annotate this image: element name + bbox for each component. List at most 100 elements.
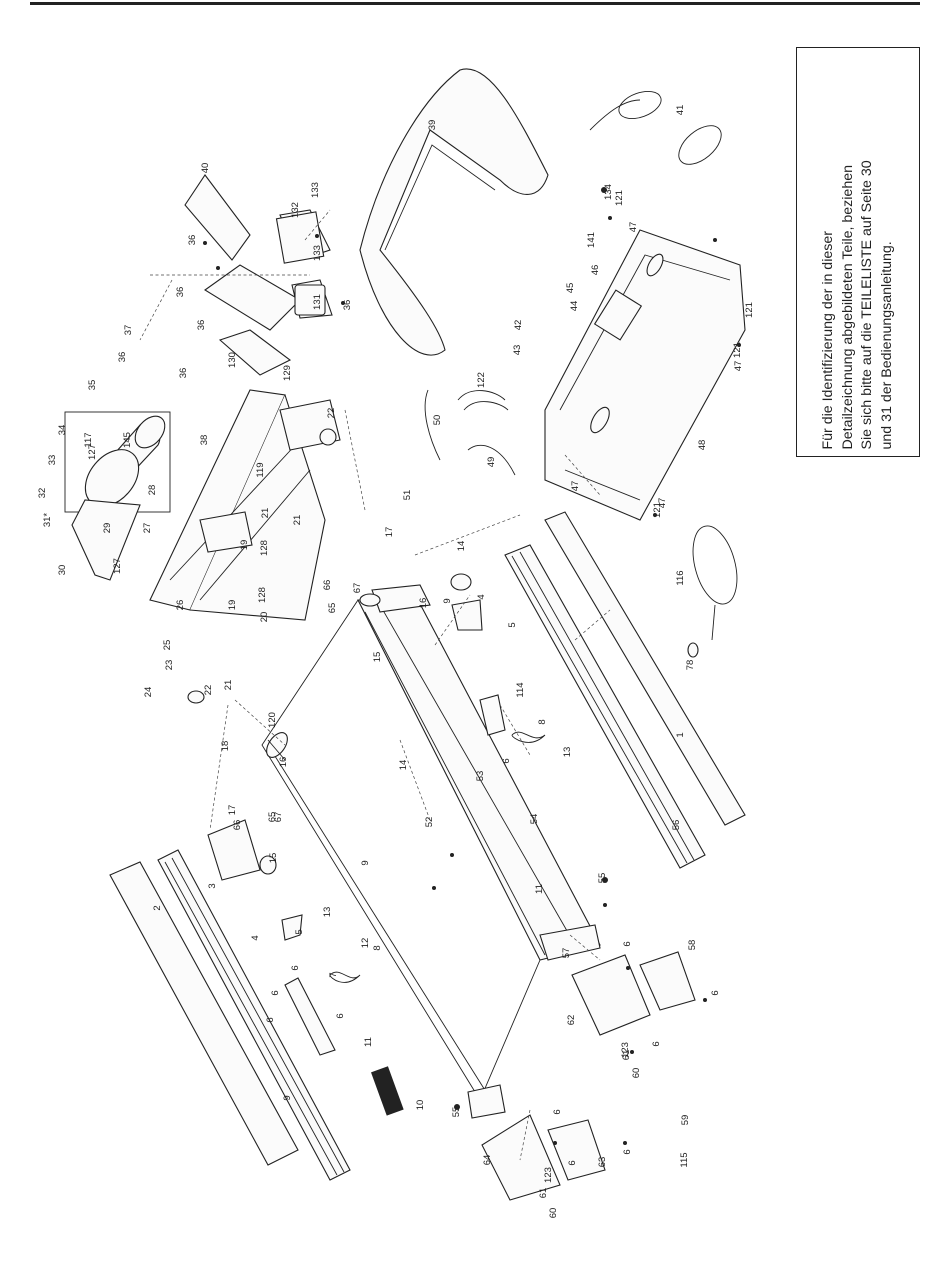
callout-label: 9: [442, 598, 453, 603]
callout-label: 5: [294, 929, 305, 934]
callout-label: 18: [220, 741, 231, 752]
callout-label: 123: [543, 1167, 554, 1183]
upright-base-frame: [149, 389, 341, 621]
callout-label: 58: [687, 940, 698, 951]
callout-label: 59: [680, 1115, 691, 1126]
callout-label: 6: [501, 758, 512, 763]
drive-belt: [71, 499, 141, 581]
callout-label: 20: [259, 612, 270, 623]
callout-label: 6: [651, 1041, 662, 1046]
front-roller: [359, 593, 381, 607]
callout-label: 12: [360, 938, 371, 949]
callout-label: 134: [603, 184, 614, 200]
motor-hood: [359, 68, 549, 356]
callout-label: 14: [456, 541, 467, 552]
callout-label: 22: [203, 685, 214, 696]
springs: [329, 731, 546, 983]
callout-label: 22: [326, 408, 337, 419]
callout-label: 17: [384, 527, 395, 538]
callout-label: 128: [259, 540, 270, 556]
callout-label: 49: [486, 457, 497, 468]
callout-label: 57: [561, 948, 572, 959]
callout-label: 36: [342, 300, 353, 311]
callout-label: 26: [175, 600, 186, 611]
callout-label: 35: [87, 380, 98, 391]
callout-label: 67: [273, 812, 284, 823]
callout-label: 44: [569, 301, 580, 312]
callout-label: 36: [196, 320, 207, 331]
callout-label: 62: [566, 1015, 577, 1026]
treadmill-deck-frame: [261, 584, 601, 1119]
callout-label: 121: [732, 342, 743, 358]
callout-label: 9: [282, 1095, 293, 1100]
callout-label: 28: [147, 485, 158, 496]
callout-label: 127: [87, 444, 98, 460]
callout-label: 19: [239, 540, 250, 551]
callout-label: 17: [227, 805, 238, 816]
callout-label: 8: [537, 719, 548, 724]
controller-board: [275, 211, 326, 316]
callout-label: 36: [117, 352, 128, 363]
callout-label: 121: [652, 502, 663, 518]
callout-label: 31*: [42, 513, 53, 528]
callout-label: 4: [250, 935, 261, 940]
callout-label: 48: [697, 440, 708, 451]
callout-label: 133: [310, 182, 321, 198]
callout-label: 30: [57, 565, 68, 576]
callout-label: 117: [83, 432, 94, 447]
callout-label: 9: [360, 860, 371, 865]
callout-label: 11: [363, 1037, 374, 1047]
callout-label: 6: [290, 965, 301, 970]
callout-label: 133: [312, 245, 323, 261]
callout-label: 39: [427, 120, 438, 131]
callout-label: 61: [621, 1050, 632, 1061]
callout-label: 114: [515, 682, 526, 697]
callout-label: 32: [37, 488, 48, 499]
callout-label: 40: [200, 163, 211, 174]
incline-parts: [187, 428, 483, 941]
callout-label: 8: [372, 945, 383, 950]
callout-label: 42: [513, 320, 524, 331]
callout-label: 6: [265, 1017, 276, 1022]
callout-label: 131: [312, 294, 323, 310]
drive-motor: [64, 411, 171, 513]
callout-label: 121: [744, 302, 755, 318]
callout-label: 65: [267, 812, 278, 823]
callout-label: 67: [352, 583, 363, 594]
callout-label: 5: [507, 622, 518, 627]
callout-label: 121: [614, 190, 625, 206]
callout-label: 19: [227, 600, 238, 611]
callout-label: 54: [529, 814, 540, 825]
callout-label: 47: [657, 498, 668, 509]
rear-roller: [266, 732, 288, 761]
callout-label: 55: [451, 1107, 462, 1118]
callout-label: 6: [567, 1160, 578, 1165]
callout-label: 127: [112, 558, 123, 574]
callout-label: 128: [257, 587, 268, 603]
callout-label: 10: [415, 1100, 426, 1111]
callout-label: 132: [290, 202, 301, 218]
right-rails: [504, 511, 746, 869]
callout-label: 15: [372, 652, 383, 663]
callout-label: 6: [622, 941, 633, 946]
callout-label: 52: [424, 817, 435, 828]
callout-label: 47: [733, 361, 744, 372]
callout-label: 21: [292, 515, 303, 526]
callout-label: 50: [432, 415, 443, 426]
callout-label: 60: [548, 1208, 559, 1219]
reference-note-box: Für die Identifizierung der in dieser De…: [796, 47, 920, 457]
callout-label: 115: [679, 1152, 690, 1167]
callout-label: 65: [327, 603, 338, 614]
callout-label: 14: [398, 760, 409, 771]
callout-label: 21: [223, 680, 234, 691]
callout-label: 36: [187, 235, 198, 246]
power-cords: [589, 90, 738, 658]
callout-label: 16: [418, 598, 429, 609]
callout-label: 51: [402, 490, 413, 501]
wires: [424, 389, 516, 476]
callout-label: 6: [710, 990, 721, 995]
rear-end-caps: [371, 951, 696, 1201]
callout-label: 16: [278, 757, 289, 768]
